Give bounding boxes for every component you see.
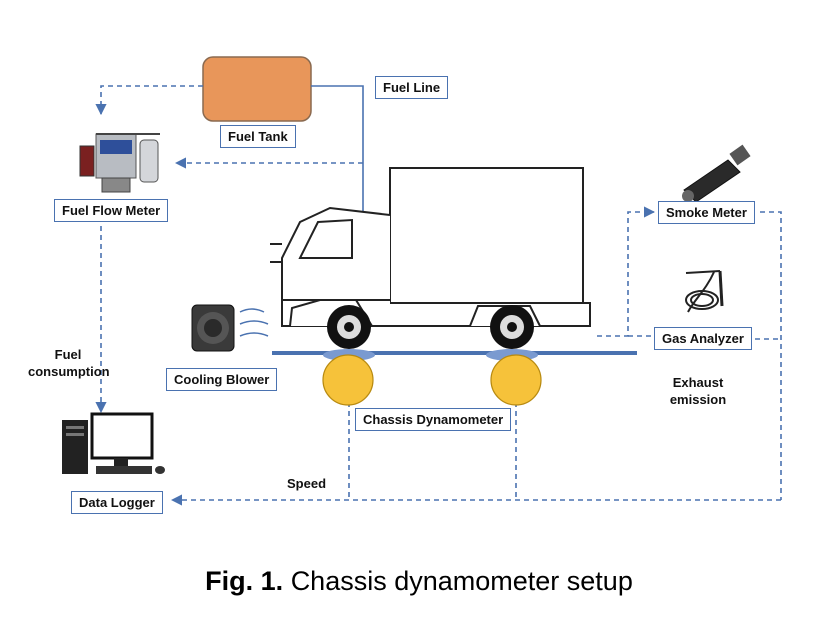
fuel-consumption-annotation: Fuel consumption <box>28 346 110 380</box>
data-logger-icon <box>62 412 165 474</box>
exhaust-line1: Exhaust <box>672 375 724 390</box>
cooling-blower-label: Cooling Blower <box>166 368 278 391</box>
truck-icon <box>270 167 591 327</box>
caption-text: Chassis dynamometer setup <box>290 566 633 596</box>
caption-prefix: Fig. 1. <box>205 566 284 596</box>
gas-analyzer-label: Gas Analyzer <box>654 327 752 350</box>
exhaust-line2: emission <box>669 392 727 407</box>
gas-analyzer-icon <box>685 270 724 313</box>
fuel-flow-meter-icon <box>79 133 160 193</box>
fuel-flow-meter-label: Fuel Flow Meter <box>54 199 169 222</box>
smoke-meter-label: Smoke Meter <box>658 201 755 224</box>
fuel-consumption-line1: Fuel <box>54 347 82 362</box>
truck-wheels <box>327 305 534 349</box>
fuel-tank-label: Fuel Tank <box>220 125 296 148</box>
data-logger-label: Data Logger <box>71 491 163 514</box>
smoke-meter-icon <box>682 144 751 203</box>
exhaust-emission-annotation: Exhaust emission <box>662 374 734 408</box>
fuel-line-label: Fuel Line <box>375 76 449 99</box>
speed-annotation: Speed <box>287 476 327 491</box>
fuel-tank-icon <box>202 56 312 122</box>
figure-caption: Fig. 1. Chassis dynamometer setup <box>0 566 838 597</box>
cooling-blower-icon <box>191 304 269 352</box>
chassis-dynamometer-label: Chassis Dynamometer <box>355 408 512 431</box>
fuel-consumption-line2: consumption <box>28 364 110 379</box>
dyno-rollers-icon <box>322 349 542 406</box>
